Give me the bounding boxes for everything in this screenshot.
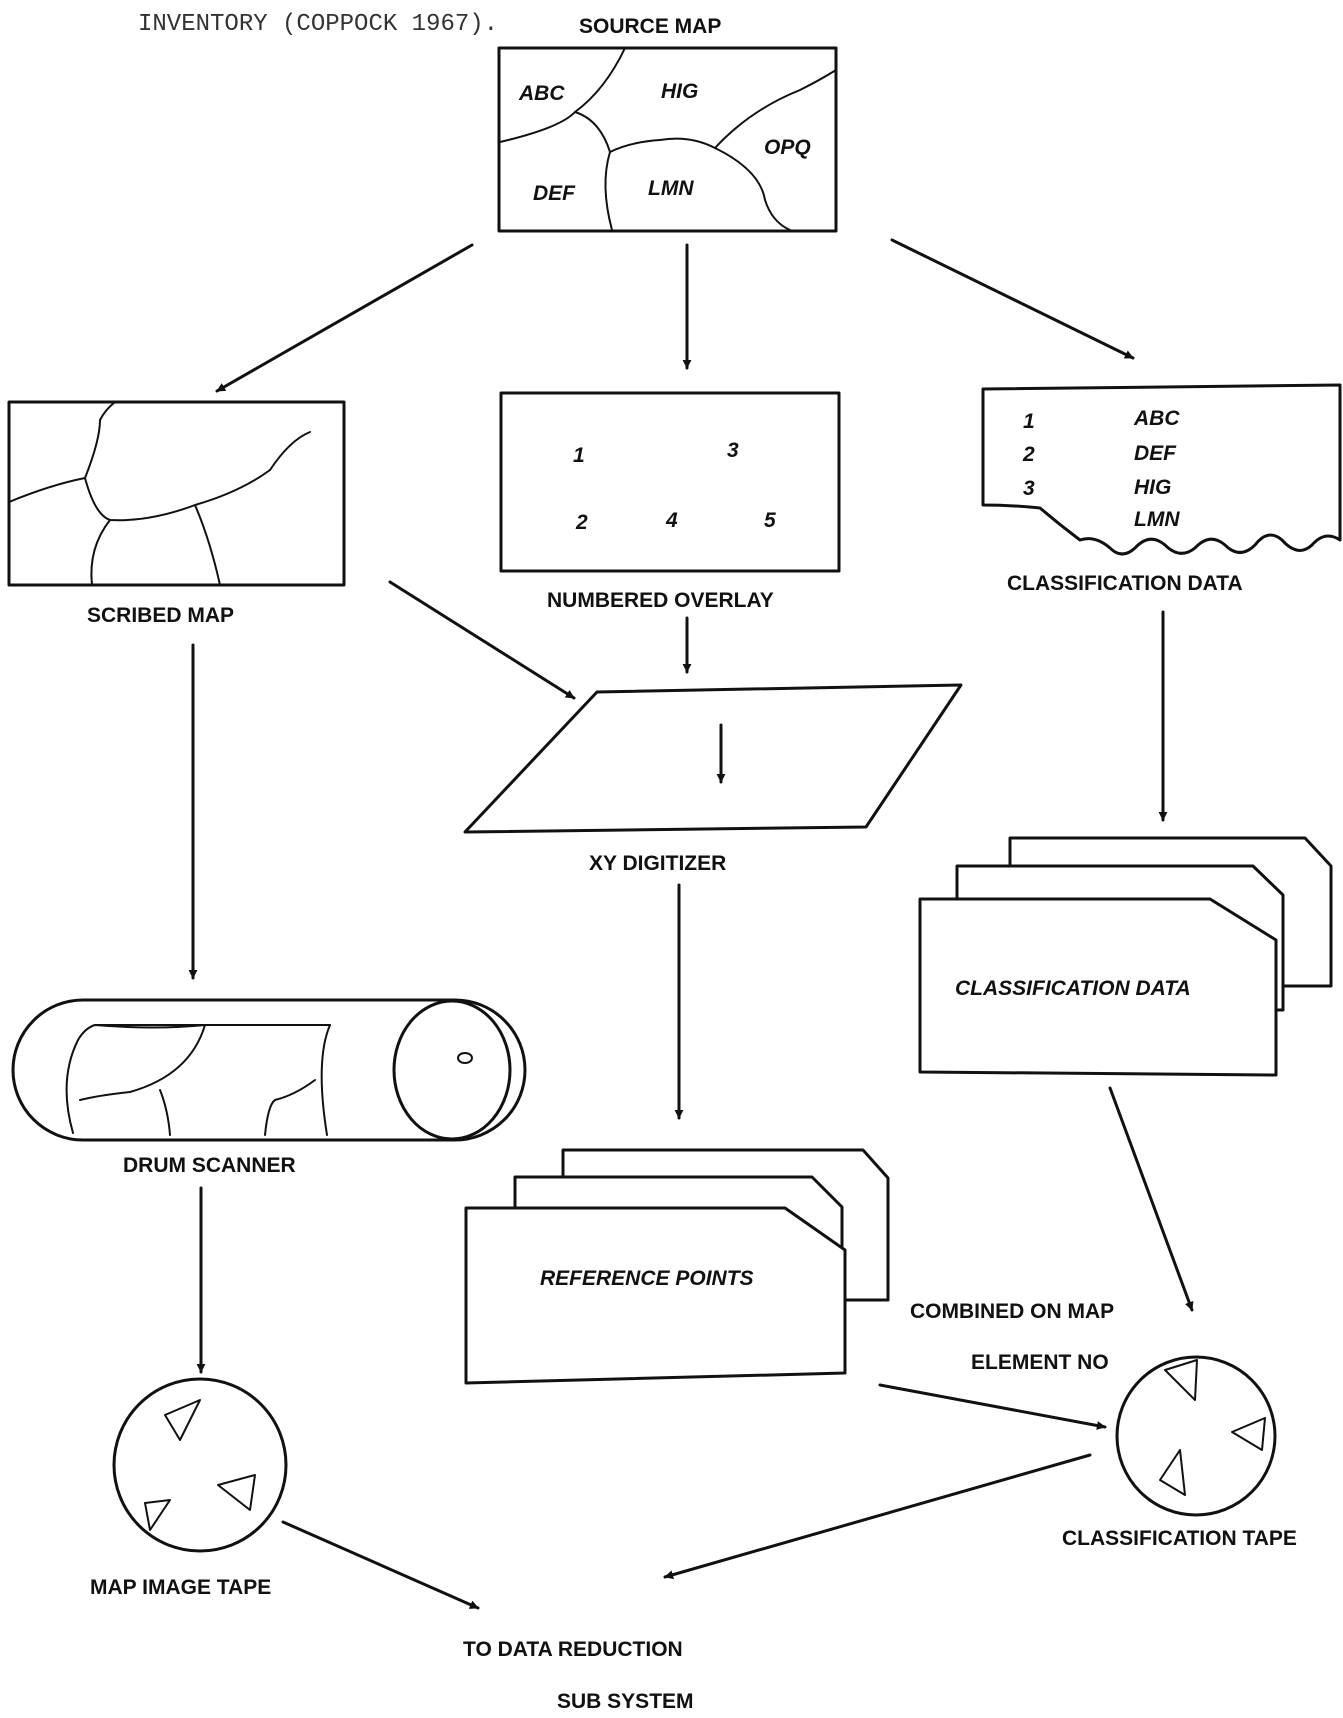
overlay-number: 2 <box>575 511 588 534</box>
reference-points: REFERENCE POINTS <box>464 1148 890 1385</box>
combined-note-line2: ELEMENT NO <box>971 1351 1109 1374</box>
map-image-tape-label: MAP IMAGE TAPE <box>90 1576 271 1599</box>
classification-tape-label: CLASSIFICATION TAPE <box>1062 1527 1297 1550</box>
region-label: DEF <box>533 182 576 205</box>
arrow-classification-tape-to-output <box>663 1453 1092 1580</box>
region-label: OPQ <box>764 136 811 159</box>
classification-tape: CLASSIFICATION TAPE <box>1062 1355 1297 1550</box>
classification-cards-label: CLASSIFICATION DATA <box>955 977 1191 1000</box>
numbered-overlay: 1 3 2 4 5 NUMBERED OVERLAY <box>499 391 841 612</box>
arrow-map-tape-to-output <box>281 1520 480 1610</box>
overlay-number: 4 <box>665 509 678 532</box>
output-line2: SUB SYSTEM <box>557 1690 694 1713</box>
reference-points-label: REFERENCE POINTS <box>540 1267 754 1290</box>
xy-digitizer-label: XY DIGITIZER <box>589 852 726 875</box>
source-map-title: SOURCE MAP <box>579 15 721 38</box>
classification-sheet: 1 ABC 2 DEF 3 HIG LMN CLASSIFICATION DAT… <box>981 383 1342 595</box>
scribed-map-label: SCRIBED MAP <box>87 604 234 627</box>
output-line1: TO DATA REDUCTION <box>463 1638 683 1661</box>
map-image-tape: MAP IMAGE TAPE <box>90 1377 288 1599</box>
arrow-scribed-to-digitizer <box>388 580 576 700</box>
arrow-reference-to-classification-tape <box>878 1383 1107 1430</box>
classification-sheet-label: CLASSIFICATION DATA <box>1007 572 1243 595</box>
arrow-source-to-classification <box>890 238 1135 360</box>
source-map: SOURCE MAP ABC HIG OPQ DEF LMN <box>497 15 838 233</box>
classification-row-code: ABC <box>1133 407 1180 430</box>
combined-note-line1: COMBINED ON MAP <box>910 1300 1114 1323</box>
region-label: HIG <box>661 80 698 103</box>
scribed-map: SCRIBED MAP <box>7 400 346 627</box>
drum-scanner: DRUM SCANNER <box>11 998 527 1177</box>
classification-row-code: DEF <box>1134 442 1177 465</box>
classification-row-num: 1 <box>1023 410 1035 433</box>
numbered-overlay-label: NUMBERED OVERLAY <box>547 589 774 612</box>
drum-scanner-label: DRUM SCANNER <box>123 1154 296 1177</box>
classification-row-num: 2 <box>1022 443 1035 466</box>
arrow-cards-to-classification-tape <box>1108 1086 1194 1312</box>
overlay-number: 3 <box>727 439 739 462</box>
region-label: ABC <box>518 82 565 105</box>
overlay-number: 5 <box>764 509 776 532</box>
xy-digitizer: XY DIGITIZER <box>463 683 963 875</box>
classification-row-code: LMN <box>1134 508 1180 531</box>
region-label: LMN <box>648 177 694 200</box>
arrow-source-to-scribed <box>215 243 474 393</box>
classification-cards: CLASSIFICATION DATA <box>918 836 1333 1077</box>
classification-row-code: HIG <box>1134 476 1171 499</box>
overlay-number: 1 <box>573 444 585 467</box>
header-text: INVENTORY (COPPOCK 1967). <box>138 11 498 38</box>
classification-row-num: 3 <box>1023 477 1035 500</box>
